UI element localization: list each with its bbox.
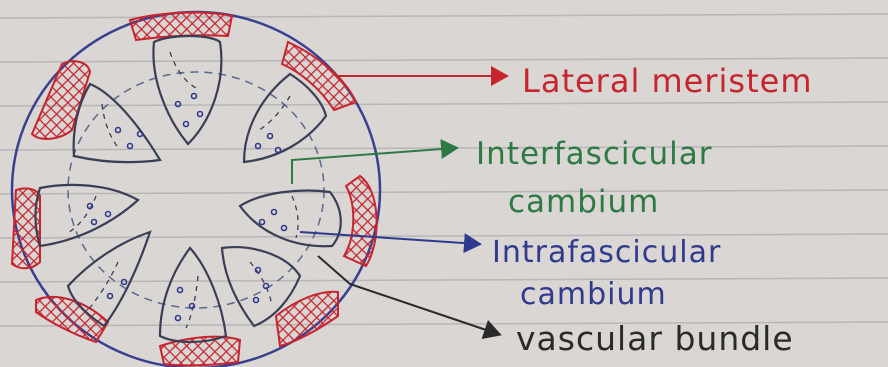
bundle-dots <box>88 94 287 321</box>
lateral-meristem-patches <box>12 13 377 366</box>
label-intrafascicular-line2: cambium <box>520 277 667 312</box>
vascular-bundle-upper-left <box>74 84 160 162</box>
pointer-intrafascicular-cambium <box>300 232 478 244</box>
meristem-patch-lower-right <box>276 292 338 346</box>
meristem-patch-right <box>344 176 377 266</box>
vascular-bundle-left <box>36 185 139 246</box>
pointer-interfascicular-cambium <box>292 148 455 184</box>
meristem-patch-lower-left <box>36 297 108 342</box>
label-vascular-bundle: vascular bundle <box>516 319 794 358</box>
cambium-ring <box>68 72 324 308</box>
vascular-bundle-top <box>153 36 221 144</box>
label-interfascicular-line2: cambium <box>508 184 659 220</box>
vascular-bundle-bottom <box>160 248 226 342</box>
label-lateral-meristem: Lateral meristem <box>522 62 812 100</box>
label-intrafascicular-line1: Intrafascicular <box>492 235 721 270</box>
vascular-bundle-right <box>240 191 341 247</box>
label-interfascicular-line1: Interfascicular <box>476 136 713 172</box>
